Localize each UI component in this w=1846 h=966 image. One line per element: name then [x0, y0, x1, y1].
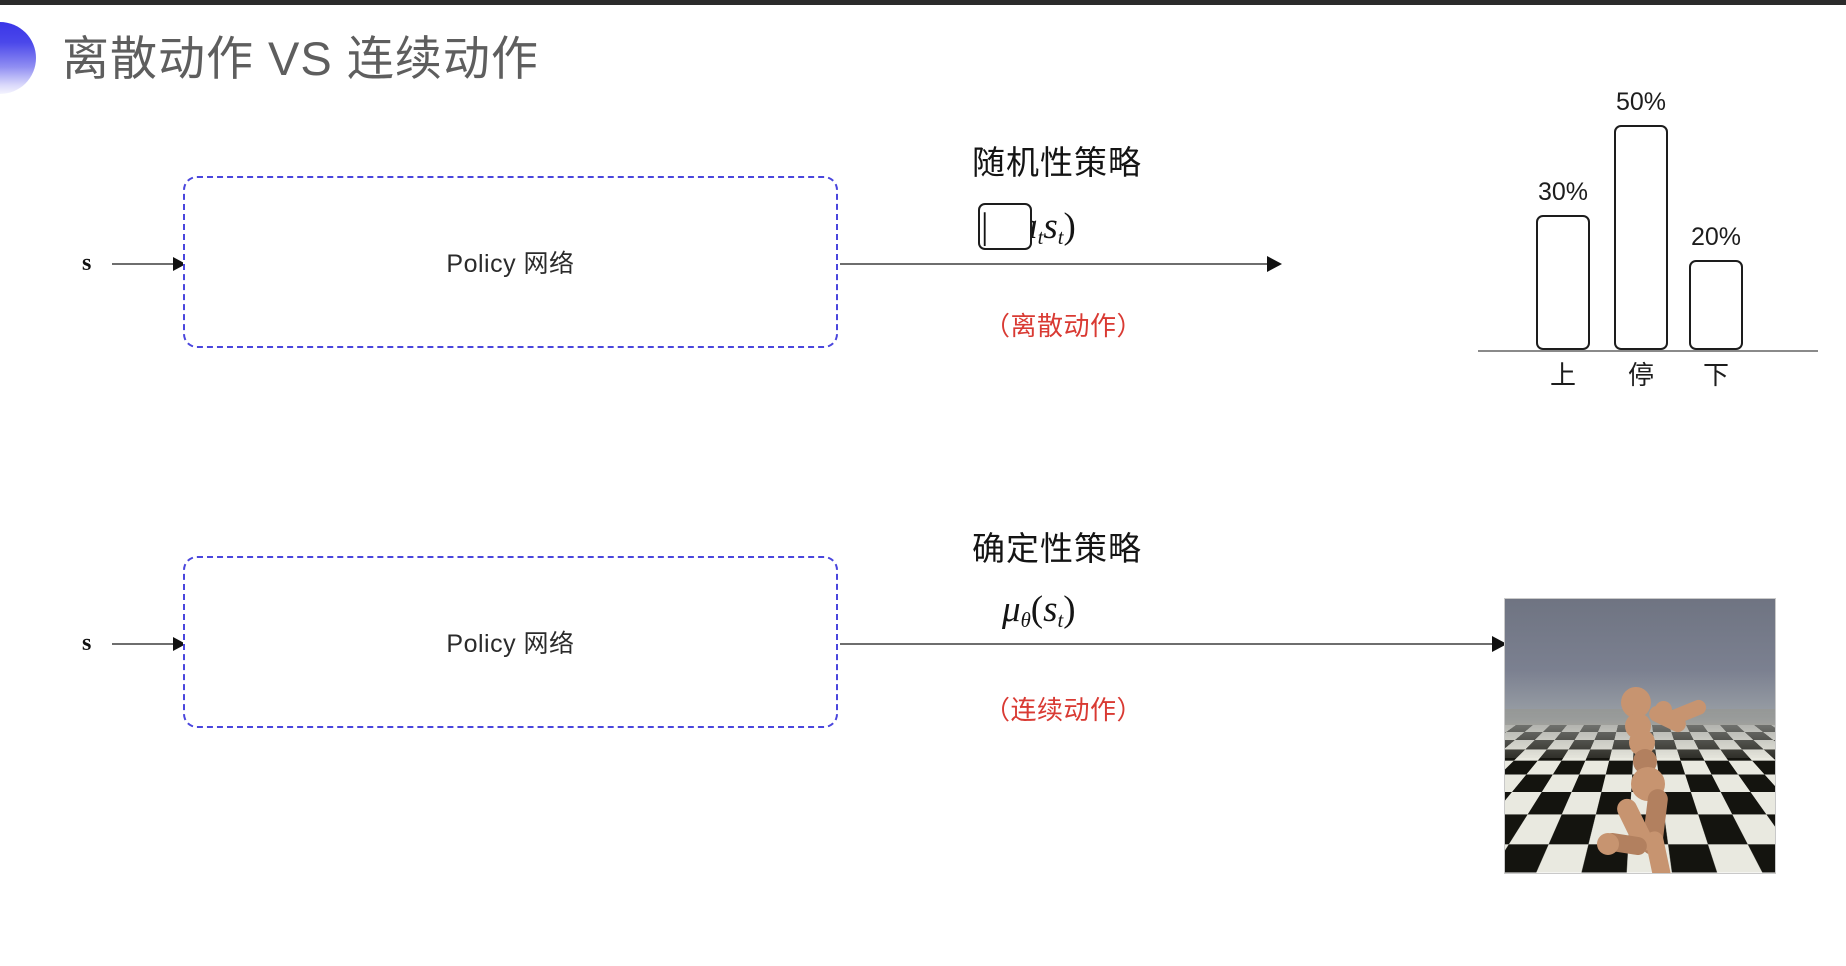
output-arrow-row1 [840, 263, 1280, 265]
formula-open-row2: ( [1030, 589, 1044, 630]
output-arrow-row2 [840, 643, 1505, 645]
policy-type-label-row1: 随机性策略 [972, 144, 1142, 181]
formula-close-row1: ) [1063, 206, 1076, 247]
chart-plot-area: 30% 50% 20% [1478, 88, 1818, 350]
bar-category-0: 上 [1549, 360, 1577, 390]
page-title: 离散动作 VS 连续动作 [62, 32, 539, 85]
bar-1[interactable] [1614, 125, 1668, 350]
bar-value-1: 50% [1615, 88, 1667, 116]
policy-formula-row1: πθ(at|st) [978, 202, 1076, 250]
bar-category-1: 停 [1627, 360, 1655, 390]
bar-category-2: 下 [1702, 360, 1730, 390]
bar-value-2: 20% [1690, 223, 1742, 251]
action-type-note-row1: （离散动作） [984, 311, 1144, 341]
formula-sep-row1: | [978, 202, 1032, 250]
policy-network-box-row1[interactable]: Policy 网络 [183, 176, 838, 348]
policy-type-label-row2: 确定性策略 [972, 530, 1142, 567]
formula-arg1sub-row1: t [1037, 226, 1044, 249]
state-input-label-row2: s [82, 630, 92, 656]
formula-sub-row2: θ [1020, 609, 1031, 632]
action-probability-chart: 30% 50% 20% 上 停 下 [1478, 88, 1818, 396]
formula-arg1-row2: s [1043, 589, 1058, 630]
state-input-label-row1: s [82, 250, 92, 276]
policy-network-label-row1: Policy 网络 [446, 250, 575, 278]
title-accent-shape [0, 22, 36, 94]
formula-arg1sub-row2: t [1057, 609, 1064, 632]
bar-0[interactable] [1536, 215, 1590, 350]
policy-formula-row2: μθ(st) [1002, 588, 1076, 633]
formula-arg2-row1: s [1043, 206, 1058, 247]
policy-network-label-row2: Policy 网络 [446, 630, 575, 658]
formula-fn-row2: μ [1002, 589, 1021, 630]
formula-arg2sub-row1: t [1057, 226, 1064, 249]
chart-category-labels: 上 停 下 [1478, 352, 1818, 396]
window-top-bar [0, 0, 1846, 5]
input-arrow-row1 [112, 263, 184, 265]
bar-value-0: 30% [1537, 178, 1589, 206]
input-arrow-row2 [112, 643, 184, 645]
formula-close-row2: ) [1063, 589, 1076, 630]
action-type-note-row2: （连续动作） [984, 695, 1144, 725]
policy-network-box-row2[interactable]: Policy 网络 [183, 556, 838, 728]
chart-x-axis-line [1478, 350, 1818, 352]
humanoid-simulation-image [1504, 598, 1776, 874]
bar-2[interactable] [1689, 260, 1743, 350]
